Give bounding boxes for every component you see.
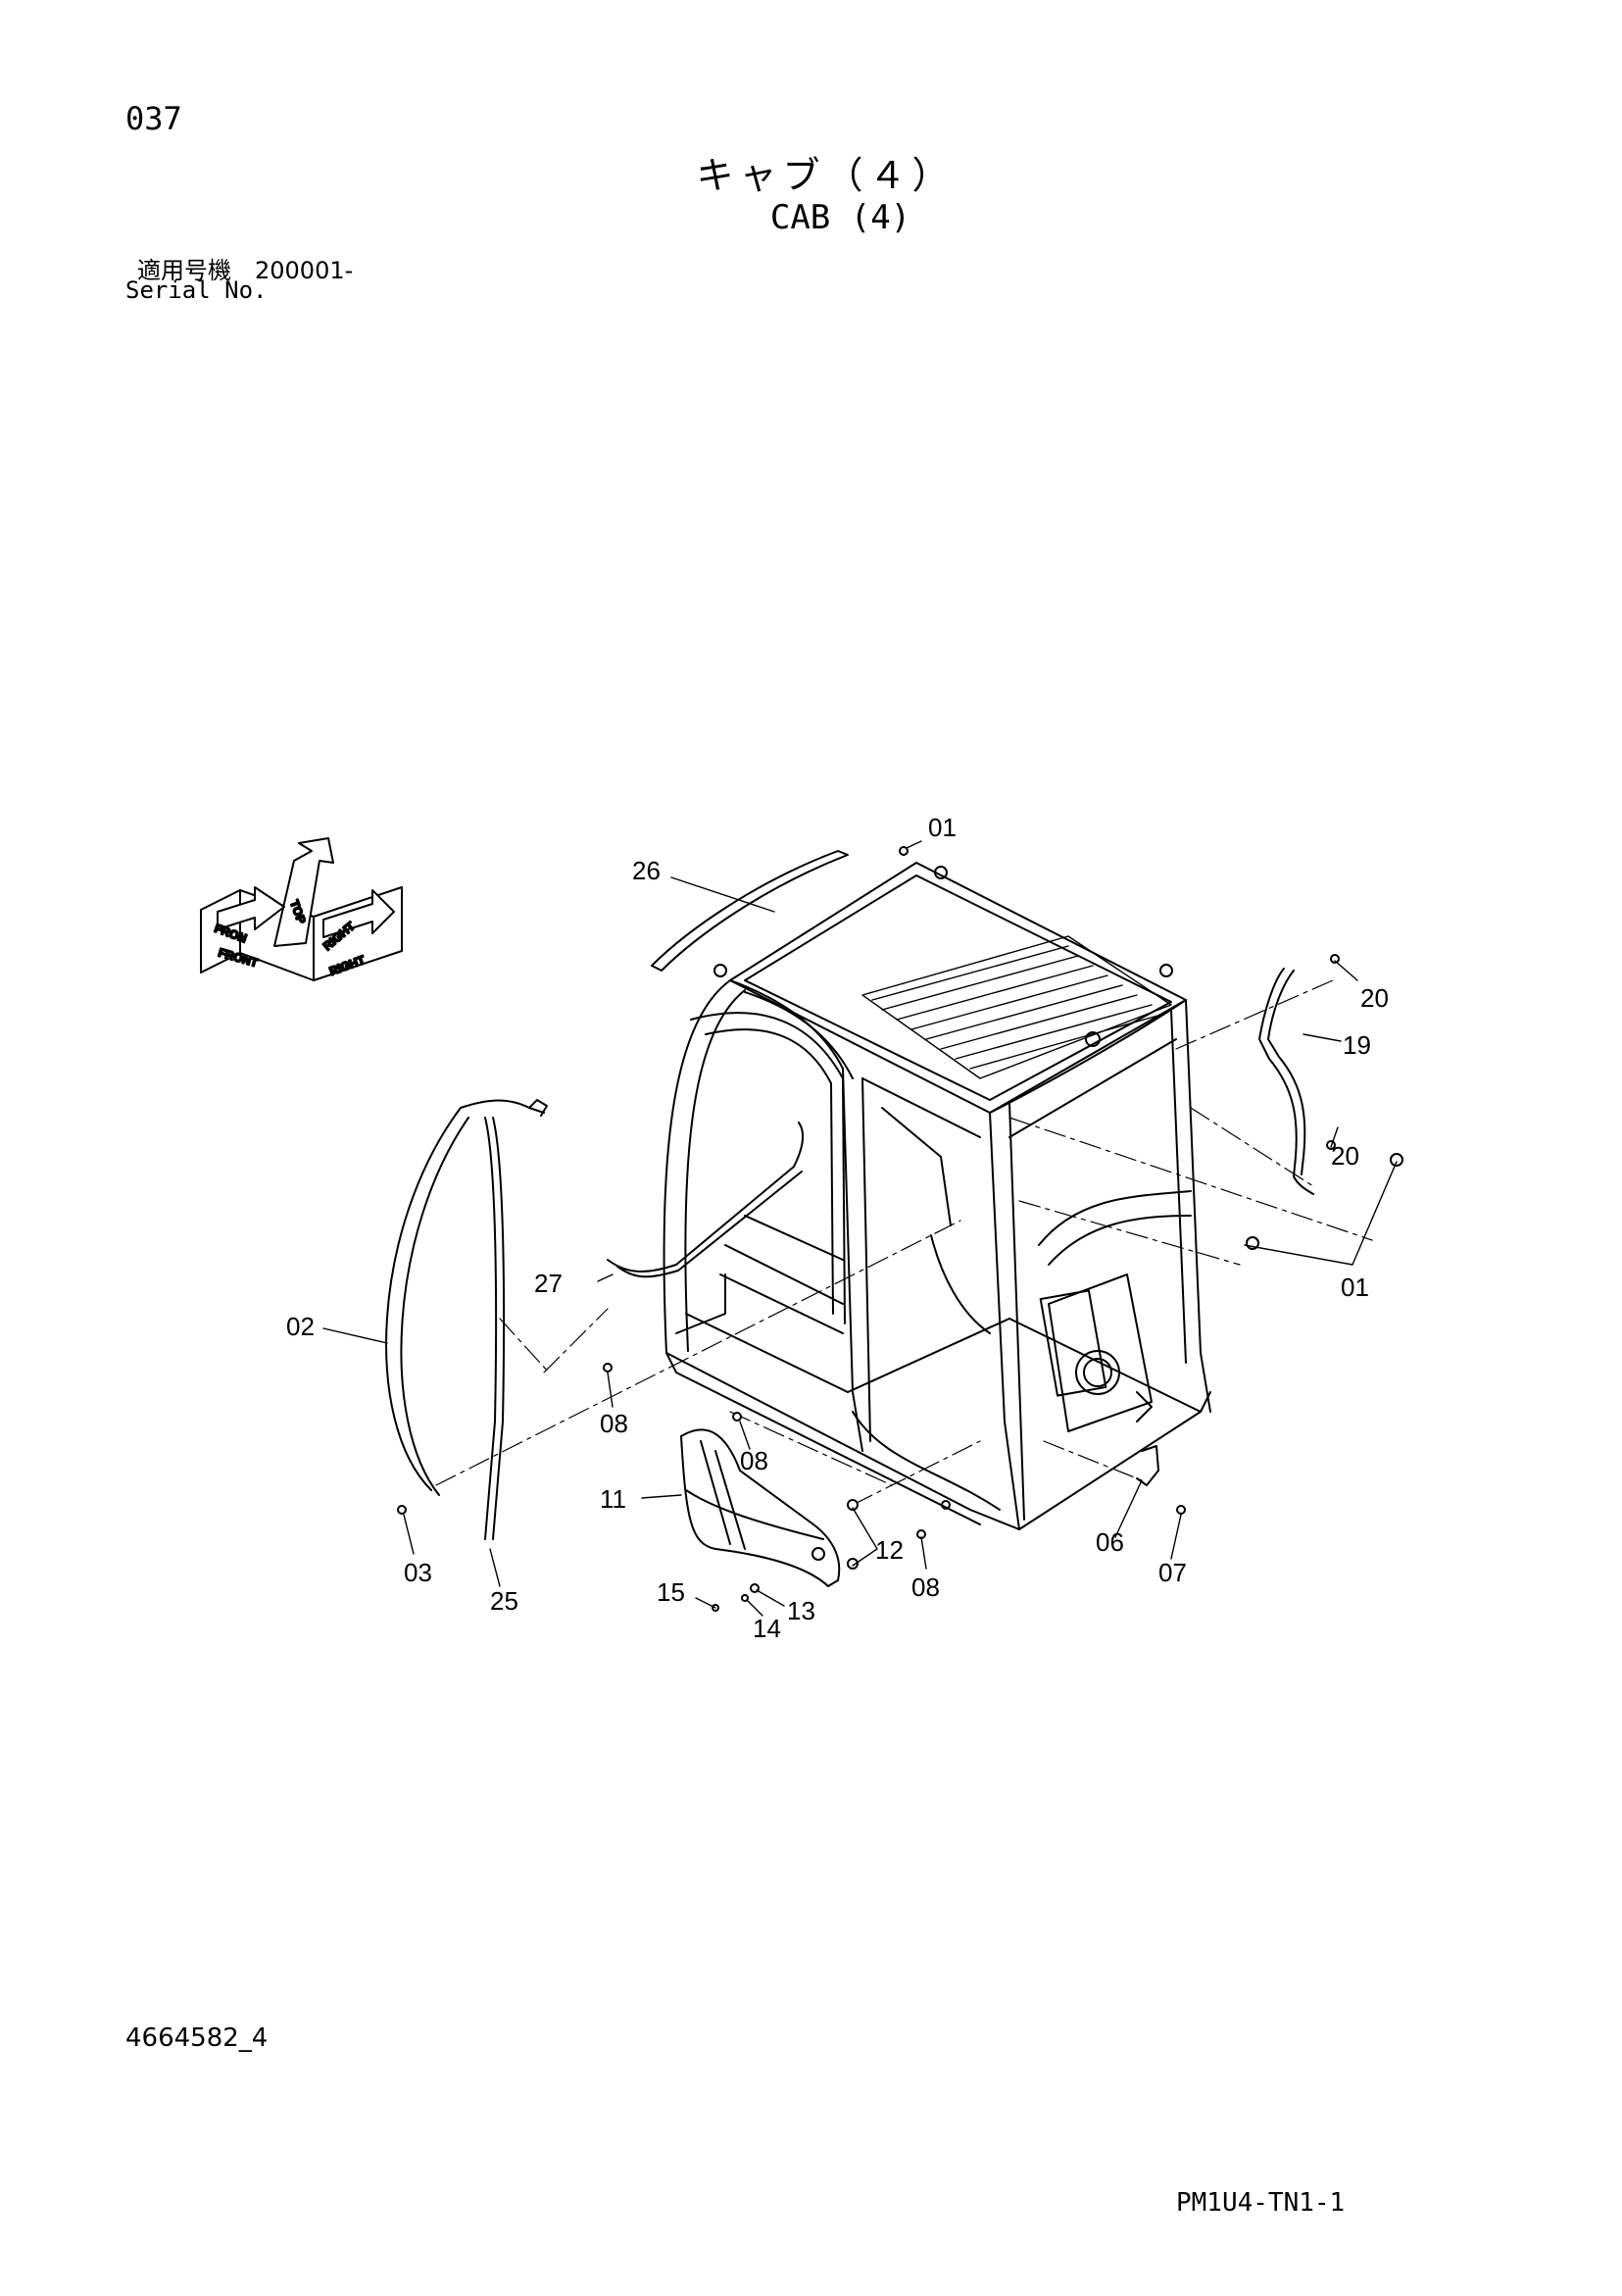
callout-02: 02 xyxy=(286,1312,315,1341)
callout-08-middle: 08 xyxy=(740,1446,768,1475)
callout-12: 12 xyxy=(875,1535,904,1565)
callout-20-top: 20 xyxy=(1360,983,1389,1013)
cab-frame xyxy=(663,862,1211,1530)
part-27-window-seal xyxy=(607,1122,805,1273)
drawing-number: 4664582_4 xyxy=(125,2023,269,2053)
callout-01-top: 01 xyxy=(928,813,957,842)
part-02-molding xyxy=(385,1099,545,1491)
orientation-icon: FRON FRONT TOP RIGHT RIGHT xyxy=(200,837,403,981)
callout-06: 06 xyxy=(1096,1527,1124,1557)
callout-08-left: 08 xyxy=(600,1409,628,1438)
callout-15: 15 xyxy=(657,1577,685,1607)
serial-number-label: Serial No. xyxy=(125,276,268,304)
callout-14: 14 xyxy=(753,1614,781,1643)
part-26-roof-seal xyxy=(651,850,849,972)
callout-26: 26 xyxy=(632,856,661,885)
title-japanese: キャブ（４） xyxy=(696,154,956,197)
page-number: 037 xyxy=(125,100,182,137)
part-19-handrail xyxy=(1258,968,1314,1195)
callout-labels: 01 26 20 19 20 01 27 02 08 08 11 12 08 0… xyxy=(286,813,1389,1643)
callout-01-right: 01 xyxy=(1341,1273,1369,1302)
part-25-strip xyxy=(484,1117,498,1540)
callout-13: 13 xyxy=(787,1596,815,1625)
callout-03: 03 xyxy=(404,1558,432,1587)
callout-27: 27 xyxy=(534,1269,563,1298)
part-11-cover-panel xyxy=(680,1428,841,1587)
serial-applicable-label: 適用号機 200001- xyxy=(137,257,354,284)
callout-11: 11 xyxy=(600,1484,626,1514)
callout-07: 07 xyxy=(1158,1558,1187,1587)
callout-19: 19 xyxy=(1343,1030,1371,1060)
callout-08-lower: 08 xyxy=(911,1572,940,1602)
callout-20-lower: 20 xyxy=(1331,1141,1359,1171)
callout-25: 25 xyxy=(490,1586,518,1616)
hardware-items xyxy=(397,846,1403,1612)
title-english: CAB (4) xyxy=(769,198,911,237)
part-06-bracket xyxy=(1136,1445,1159,1486)
sheet-code: PM1U4-TN1-1 xyxy=(1176,2188,1346,2218)
